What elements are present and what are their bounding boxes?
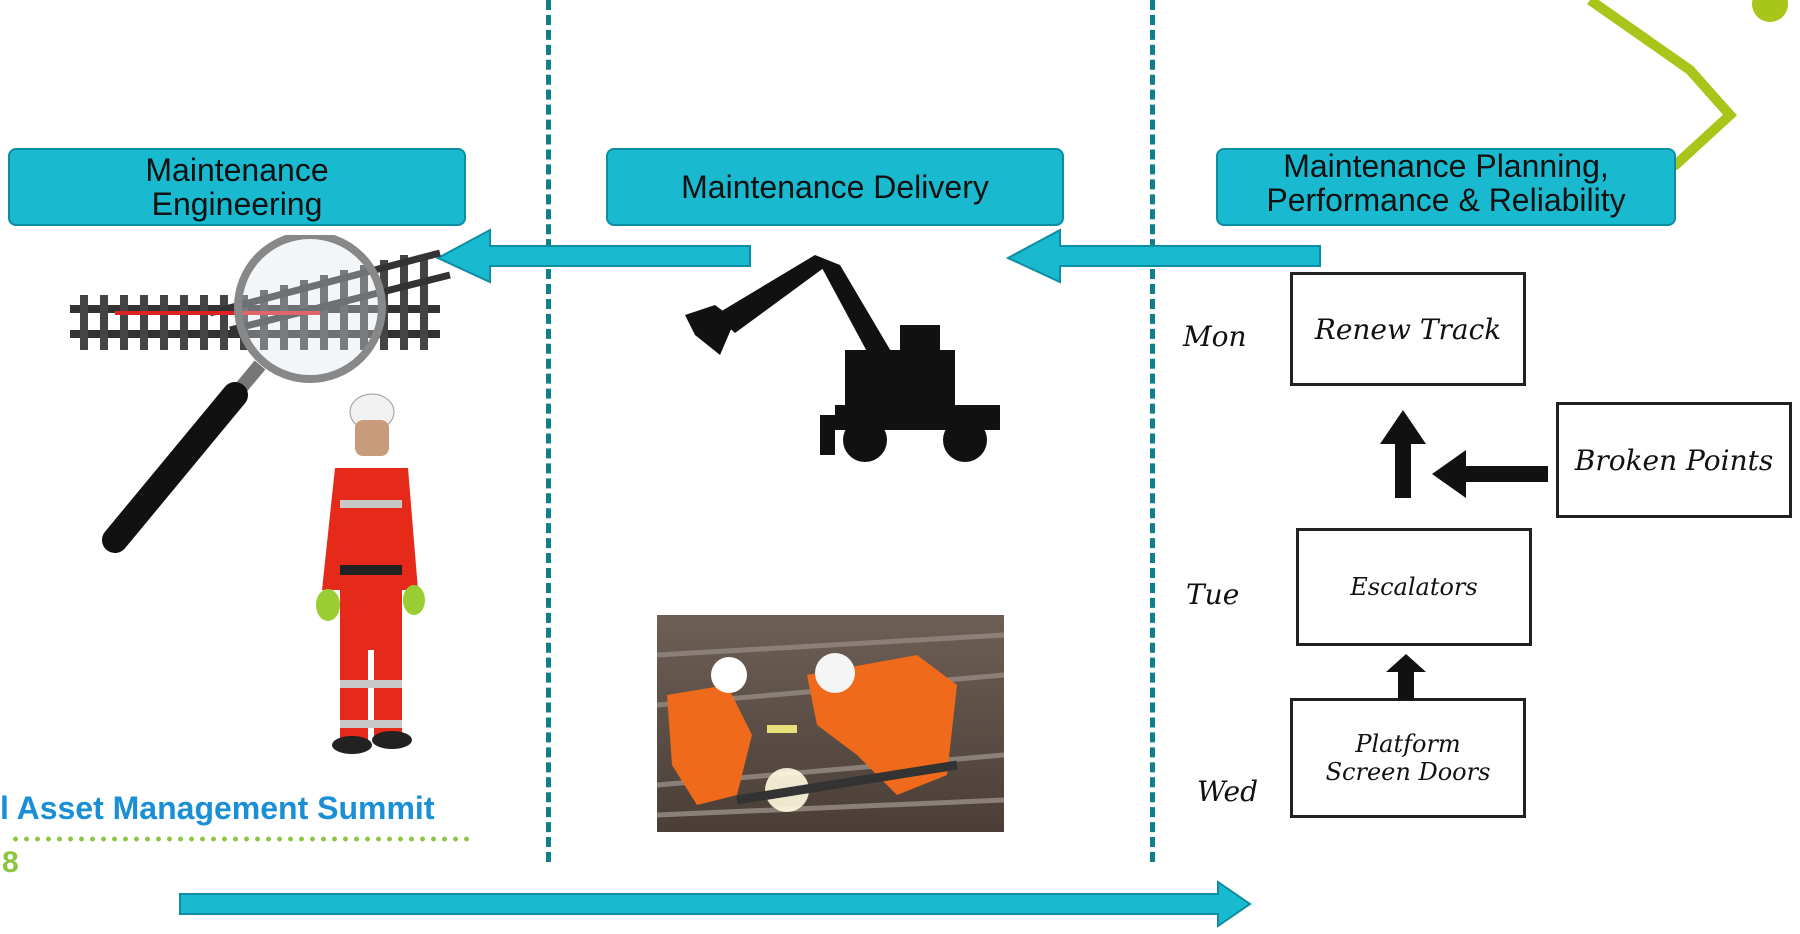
track-welding-photo (657, 615, 1004, 832)
summit-dotted-rule (10, 836, 472, 842)
stage-maintenance-engineering: Maintenance Engineering (8, 148, 466, 226)
task-label: Escalators (1350, 573, 1478, 601)
task-escalators: Escalators (1296, 528, 1532, 646)
stage-label: Maintenance Delivery (681, 169, 989, 205)
task-broken-points: Broken Points (1556, 402, 1792, 518)
arrow-left-to-delivery (1005, 228, 1321, 284)
summit-year: 8 (2, 846, 19, 879)
stage-label: Maintenance Engineering (145, 152, 329, 222)
stage-maintenance-planning: Maintenance Planning, Performance & Reli… (1216, 148, 1676, 226)
stage-label: Maintenance Planning, Performance & Reli… (1266, 148, 1626, 218)
arrow-up-to-renew-track (1380, 410, 1426, 498)
timeline-arrow (179, 880, 1252, 928)
task-label: Platform Screen Doors (1325, 730, 1491, 786)
task-platform-screen-doors: Platform Screen Doors (1290, 698, 1526, 818)
chevron-decoration (1587, 0, 1788, 170)
day-label-mon: Mon (1183, 320, 1247, 353)
task-renew-track: Renew Track (1290, 272, 1526, 386)
arrow-left-from-broken-points (1432, 450, 1548, 498)
arrow-left-to-engineering (435, 228, 751, 284)
summit-title: l Asset Management Summit (0, 790, 435, 826)
excavator-silhouette (685, 255, 1000, 462)
task-label: Broken Points (1574, 443, 1774, 477)
task-label: Renew Track (1314, 312, 1502, 346)
track-inspection-illustration (70, 235, 451, 553)
day-label-wed: Wed (1197, 775, 1258, 808)
track-worker-illustration (316, 393, 425, 754)
divider-right (1150, 0, 1155, 862)
stage-maintenance-delivery: Maintenance Delivery (606, 148, 1064, 226)
arrow-up-to-escalators (1386, 654, 1426, 700)
divider-left (546, 0, 551, 862)
day-label-tue: Tue (1186, 578, 1240, 611)
